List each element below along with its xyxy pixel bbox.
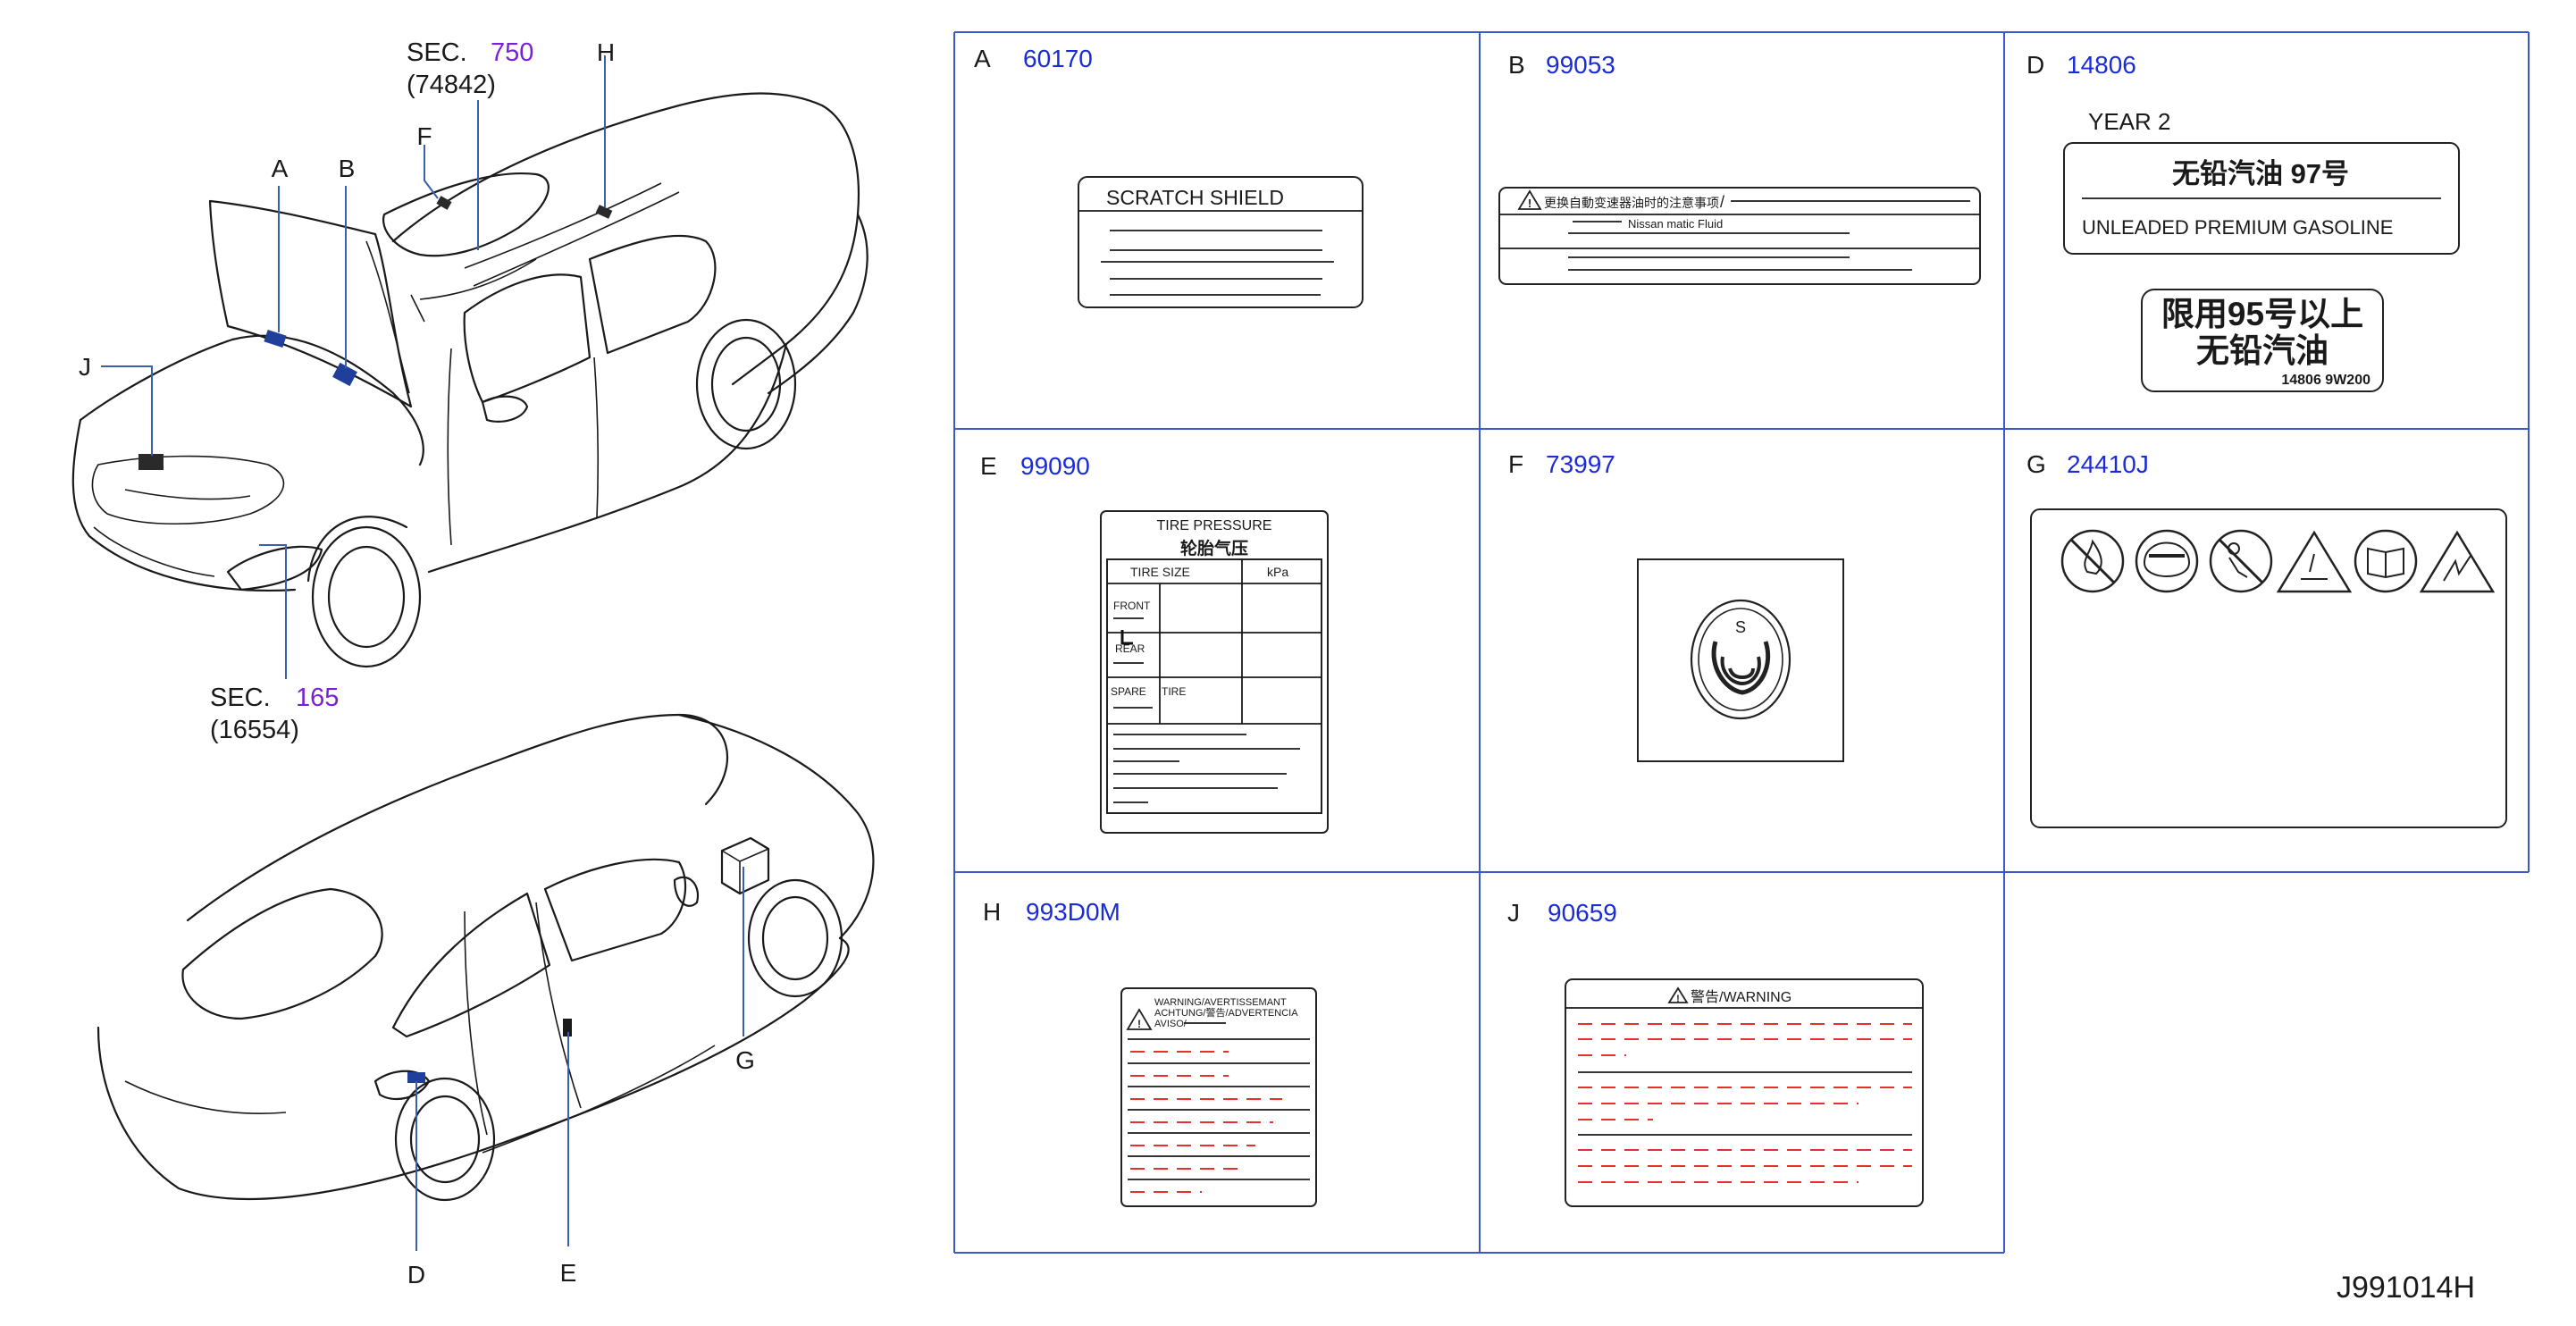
label-d-marker — [407, 1072, 425, 1083]
section-top-number[interactable]: 750 — [491, 38, 533, 67]
label-b-header: 更换自動变速器油时的注意事项 — [1544, 196, 1719, 210]
cell-b-part-number[interactable]: 99053 — [1546, 51, 1615, 79]
callout-j: J — [79, 353, 91, 381]
label-a-marker — [264, 329, 287, 348]
label-f-marker — [436, 196, 452, 210]
label-d-fuel: YEAR 2 无铅汽油 97号 UNLEADED PREMIUM GASOLIN… — [2063, 108, 2460, 392]
label-e-front: FRONT — [1113, 600, 1151, 612]
label-d-year: YEAR 2 — [2088, 108, 2171, 135]
label-a-scratch-shield: SCRATCH SHIELD — [1078, 176, 1364, 308]
cell-g-header: G 24410J — [2026, 450, 2149, 478]
svg-text:S: S — [1735, 618, 1746, 636]
no-flame-icon — [2060, 529, 2125, 593]
label-d-cn-line1: 限用95号以上 — [2161, 296, 2363, 332]
label-d-cn-top: 无铅汽油 97号 — [2172, 158, 2349, 189]
cell-a-letter: A — [974, 45, 991, 72]
section-bottom-number[interactable]: 165 — [296, 684, 339, 712]
label-e-title: TIRE PRESSURE — [1157, 518, 1272, 533]
cell-d-header: D 14806 — [2026, 51, 2136, 79]
cell-j-part-number[interactable]: 90659 — [1548, 899, 1617, 927]
cell-e-part-number[interactable]: 99090 — [1020, 452, 1090, 480]
label-e-marker — [563, 1019, 572, 1036]
cell-g-part-number[interactable]: 24410J — [2067, 450, 2149, 478]
battery-icon — [720, 836, 770, 895]
label-h-line3: AVISO/ — [1154, 1019, 1187, 1029]
svg-text:!: ! — [1137, 1018, 1141, 1030]
cell-e-header: E 99090 — [980, 452, 1090, 480]
warning-triangle-icon — [1126, 1008, 1153, 1030]
label-f-symbol: S — [1637, 558, 1844, 762]
warning-triangle-icon — [1667, 986, 1689, 1003]
label-j-marker — [138, 454, 164, 470]
explosion-warning-icon — [2419, 530, 2496, 593]
callout-a: A — [272, 155, 289, 182]
section-top-prefix: SEC. — [407, 38, 467, 67]
s-emblem-icon — [1711, 641, 1771, 695]
label-b-marker — [332, 362, 357, 387]
car-top-view — [71, 55, 868, 679]
eye-protection-icon — [2135, 529, 2199, 593]
label-d-code: 14806 9W200 — [2281, 373, 2370, 388]
label-d-en: UNLEADED PREMIUM GASOLINE — [2082, 216, 2393, 239]
cell-f-header: F 73997 — [1508, 450, 1615, 478]
cell-j-header: J 90659 — [1507, 899, 1617, 927]
cell-h-letter: H — [983, 898, 1001, 926]
cell-e-letter: E — [980, 452, 997, 480]
label-e-cn: 轮胎气压 — [1180, 538, 1248, 558]
label-h-marker — [595, 205, 613, 219]
label-d-cn-line2: 无铅汽油 — [2196, 332, 2328, 369]
label-e-kpa: kPa — [1267, 565, 1288, 579]
cell-h-part-number[interactable]: 993D0M — [1026, 898, 1120, 926]
callout-h: H — [597, 38, 615, 66]
label-j-header: 警告/WARNING — [1691, 989, 1791, 1005]
section-top-part: (74842) — [407, 71, 496, 99]
label-e-tire: TIRE — [1162, 685, 1186, 698]
callout-b: B — [339, 155, 356, 182]
svg-text:!: ! — [1528, 197, 1531, 210]
warning-triangle-icon — [1517, 189, 1542, 210]
section-bottom-part: (16554) — [210, 716, 299, 744]
label-e-rear: REAR — [1115, 642, 1145, 655]
cell-f-letter: F — [1508, 450, 1523, 478]
cell-d-part-number[interactable]: 14806 — [2067, 51, 2136, 79]
callout-f: F — [416, 122, 432, 150]
cell-b-letter: B — [1508, 51, 1525, 79]
section-bottom-prefix: SEC. — [210, 684, 271, 712]
label-g-battery — [2030, 508, 2507, 828]
callout-e: E — [560, 1259, 577, 1287]
label-h-line1: WARNING/AVERTISSEMANT — [1154, 997, 1287, 1008]
svg-text:!: ! — [1676, 994, 1680, 1004]
label-grid — [953, 31, 2530, 1254]
label-e-tire-pressure: TIRE PRESSURE 轮胎气压 TIRE SIZE kPa FRONT R… — [1100, 510, 1329, 834]
callout-g: G — [735, 1046, 755, 1074]
cell-d-letter: D — [2026, 51, 2044, 79]
diagram-id: J991014H — [2337, 1271, 2475, 1305]
acid-warning-icon — [2276, 530, 2353, 593]
callout-d: D — [407, 1261, 425, 1288]
label-j-warning: ! 警告/WARNING — [1565, 978, 1924, 1207]
cell-f-part-number[interactable]: 73997 — [1546, 450, 1615, 478]
label-h-line2: ACHTUNG/警告/ADVERTENCIA — [1154, 1006, 1298, 1019]
keep-away-children-icon — [2209, 529, 2273, 593]
cell-j-letter: J — [1507, 899, 1520, 927]
label-a-text: SCRATCH SHIELD — [1106, 186, 1284, 209]
cell-h-header: H 993D0M — [983, 898, 1120, 926]
label-b-fluid: ! 更换自動变速器油时的注意事项 / Nissan matic Fluid — [1498, 187, 1981, 285]
label-e-spare: SPARE — [1111, 685, 1146, 698]
car-bottom-view — [96, 713, 875, 1251]
cell-a-part-number[interactable]: 60170 — [1023, 45, 1093, 72]
label-e-tire-size: TIRE SIZE — [1130, 565, 1190, 579]
cell-b-header: B 99053 — [1508, 51, 1615, 79]
label-b-slash: / — [1720, 193, 1724, 211]
label-h-warning: ! WARNING/AVERTISSEMANT ACHTUNG/警告/ADVER… — [1120, 987, 1317, 1207]
manual-icon — [2354, 529, 2418, 593]
cell-g-letter: G — [2026, 450, 2046, 478]
cell-a-header: A 60170 — [974, 45, 1093, 72]
label-b-fluid-line: Nissan matic Fluid — [1628, 217, 1723, 231]
